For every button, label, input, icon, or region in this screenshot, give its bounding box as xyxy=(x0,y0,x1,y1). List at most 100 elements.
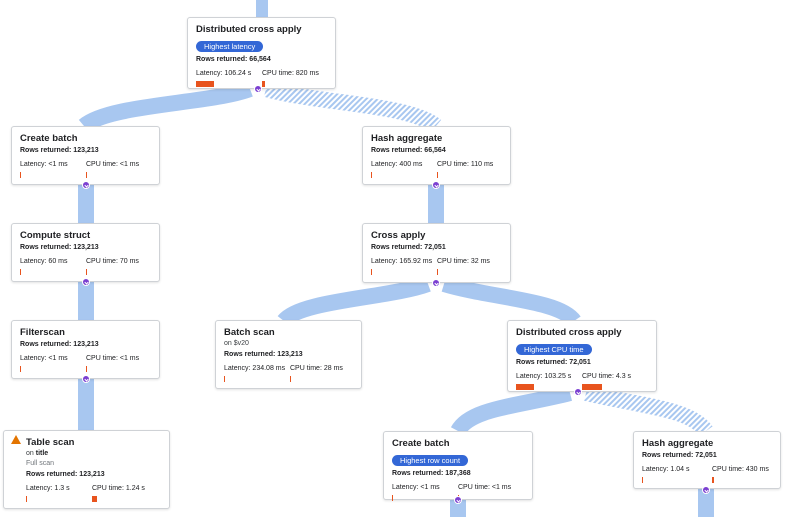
node-title: Cross apply xyxy=(371,230,426,241)
latency-metric: Latency: <1 ms xyxy=(20,160,68,178)
node-metrics: Latency: 1.3 s CPU time: 1.24 s xyxy=(26,484,161,506)
rows-returned: Rows returned: 123,213 xyxy=(20,244,99,251)
cpu-time-metric: CPU time: 430 ms xyxy=(712,465,769,483)
node-title: Table scan xyxy=(26,437,75,448)
cpu-time-bar xyxy=(86,172,87,178)
scan-target: on title xyxy=(26,450,49,457)
latency-metric: Latency: 1.3 s xyxy=(26,484,70,502)
edge-dca-to-hash-aggregate xyxy=(584,385,713,437)
expand-handle-icon[interactable] xyxy=(82,375,90,383)
plan-node-filterscan[interactable]: Filterscan Rows returned: 123,213 Latenc… xyxy=(11,320,160,379)
node-metrics: Latency: 60 ms CPU time: 70 ms xyxy=(20,257,151,279)
expand-handle-icon[interactable] xyxy=(454,496,462,504)
edge-hash-aggregate-to-cross-apply xyxy=(428,185,444,224)
rows-returned: Rows returned: 123,213 xyxy=(20,341,99,348)
cpu-time-bar xyxy=(86,366,87,372)
cpu-time-bar xyxy=(92,496,97,502)
node-metrics: Latency: 106.24 s CPU time: 820 ms xyxy=(196,69,327,91)
highest-latency-badge: Highest latency xyxy=(196,41,264,52)
node-title: Create batch xyxy=(20,133,78,144)
scan-target: on $v20 xyxy=(224,340,249,347)
plan-node-create-batch-2[interactable]: Create batch Highest row count Rows retu… xyxy=(383,431,533,501)
edge-cross-apply-to-dca xyxy=(441,276,581,327)
latency-bar xyxy=(371,172,372,178)
rows-returned: Rows returned: 66,564 xyxy=(371,147,446,154)
latency-metric: Latency: <1 ms xyxy=(20,354,68,372)
plan-node-table-scan[interactable]: Table scan on title Full scan Rows retur… xyxy=(3,430,170,509)
cpu-time-metric: CPU time: 70 ms xyxy=(86,257,139,275)
cpu-time-bar xyxy=(290,376,291,382)
latency-metric: Latency: 106.24 s xyxy=(196,69,251,87)
node-metrics: Latency: 400 ms CPU time: 110 ms xyxy=(371,160,502,182)
latency-bar xyxy=(20,366,21,372)
node-metrics: Latency: 165.92 ms CPU time: 32 ms xyxy=(371,257,502,279)
expand-handle-icon[interactable] xyxy=(82,181,90,189)
cpu-time-bar xyxy=(437,172,438,178)
latency-bar xyxy=(224,376,225,382)
latency-metric: Latency: <1 ms xyxy=(392,483,440,501)
expand-handle-icon[interactable] xyxy=(432,279,440,287)
plan-node-distributed-cross-apply-child[interactable]: Distributed cross apply Highest CPU time… xyxy=(507,320,657,392)
cpu-time-metric: CPU time: 110 ms xyxy=(437,160,493,178)
plan-node-create-batch[interactable]: Create batch Rows returned: 123,213 Late… xyxy=(11,126,160,185)
plan-node-hash-aggregate[interactable]: Hash aggregate Rows returned: 66,564 Lat… xyxy=(362,126,511,185)
node-title: Create batch xyxy=(392,438,450,449)
expand-handle-icon[interactable] xyxy=(702,486,710,494)
edge-root-to-hash-aggregate xyxy=(263,81,442,133)
plan-node-compute-struct[interactable]: Compute struct Rows returned: 123,213 La… xyxy=(11,223,160,282)
latency-metric: Latency: 103.25 s xyxy=(516,372,571,390)
node-title: Distributed cross apply xyxy=(196,24,302,35)
plan-node-hash-aggregate-2[interactable]: Hash aggregate Rows returned: 72,051 Lat… xyxy=(633,431,781,489)
expand-handle-icon[interactable] xyxy=(254,85,262,93)
node-title: Hash aggregate xyxy=(371,133,443,144)
rows-returned: Rows returned: 72,051 xyxy=(371,244,446,251)
latency-bar xyxy=(196,81,214,87)
highest-row-count-badge: Highest row count xyxy=(392,455,469,466)
rows-returned: Rows returned: 72,051 xyxy=(642,452,717,459)
rows-returned: Rows returned: 72,051 xyxy=(516,359,591,366)
cpu-time-metric: CPU time: 820 ms xyxy=(262,69,319,87)
plan-node-cross-apply[interactable]: Cross apply Rows returned: 72,051 Latenc… xyxy=(362,223,511,283)
expand-handle-icon[interactable] xyxy=(574,388,582,396)
edge-filterscan-to-table-scan xyxy=(78,379,94,430)
rows-returned: Rows returned: 187,368 xyxy=(392,470,471,477)
edge-compute-struct-to-filterscan xyxy=(78,282,94,321)
edge-root-to-create-batch xyxy=(78,81,253,133)
rows-returned: Rows returned: 123,213 xyxy=(224,351,303,358)
node-metrics: Latency: 234.08 ms CPU time: 28 ms xyxy=(224,364,353,386)
latency-bar xyxy=(20,269,21,275)
cpu-time-metric: CPU time: <1 ms xyxy=(86,354,139,372)
cpu-time-metric: CPU time: 4.3 s xyxy=(582,372,631,390)
rows-returned: Rows returned: 66,564 xyxy=(196,56,271,63)
cpu-time-bar xyxy=(262,81,265,87)
cpu-time-bar xyxy=(712,477,714,483)
node-title: Batch scan xyxy=(224,327,275,338)
edge-incoming-root xyxy=(256,0,268,17)
latency-metric: Latency: 234.08 ms xyxy=(224,364,285,382)
edge-dca-to-create-batch xyxy=(450,385,573,436)
latency-metric: Latency: 400 ms xyxy=(371,160,422,178)
node-title: Compute struct xyxy=(20,230,91,241)
node-metrics: Latency: 1.04 s CPU time: 430 ms xyxy=(642,465,772,487)
latency-metric: Latency: 165.92 ms xyxy=(371,257,432,275)
cpu-time-metric: CPU time: <1 ms xyxy=(458,483,511,501)
node-title: Filterscan xyxy=(20,327,65,338)
cpu-time-metric: CPU time: <1 ms xyxy=(86,160,139,178)
edge-create-batch-to-compute-struct xyxy=(78,185,94,224)
latency-bar xyxy=(26,496,27,502)
expand-handle-icon[interactable] xyxy=(432,181,440,189)
scan-type: Full scan xyxy=(26,460,55,467)
edge-hash-aggregate-2-out xyxy=(698,489,714,517)
latency-bar xyxy=(371,269,372,275)
node-metrics: Latency: <1 ms CPU time: <1 ms xyxy=(20,160,151,182)
cpu-time-metric: CPU time: 28 ms xyxy=(290,364,343,382)
latency-metric: Latency: 60 ms xyxy=(20,257,67,275)
plan-node-batch-scan[interactable]: Batch scan on $v20 Rows returned: 123,21… xyxy=(215,320,362,389)
highest-cpu-time-badge: Highest CPU time xyxy=(516,344,592,355)
edge-cross-apply-to-batch-scan xyxy=(277,276,431,327)
cpu-time-bar xyxy=(437,269,438,275)
node-metrics: Latency: <1 ms CPU time: <1 ms xyxy=(20,354,151,376)
plan-node-distributed-cross-apply[interactable]: Distributed cross apply Highest latency … xyxy=(187,17,336,89)
expand-handle-icon[interactable] xyxy=(82,278,90,286)
latency-bar xyxy=(392,495,393,501)
